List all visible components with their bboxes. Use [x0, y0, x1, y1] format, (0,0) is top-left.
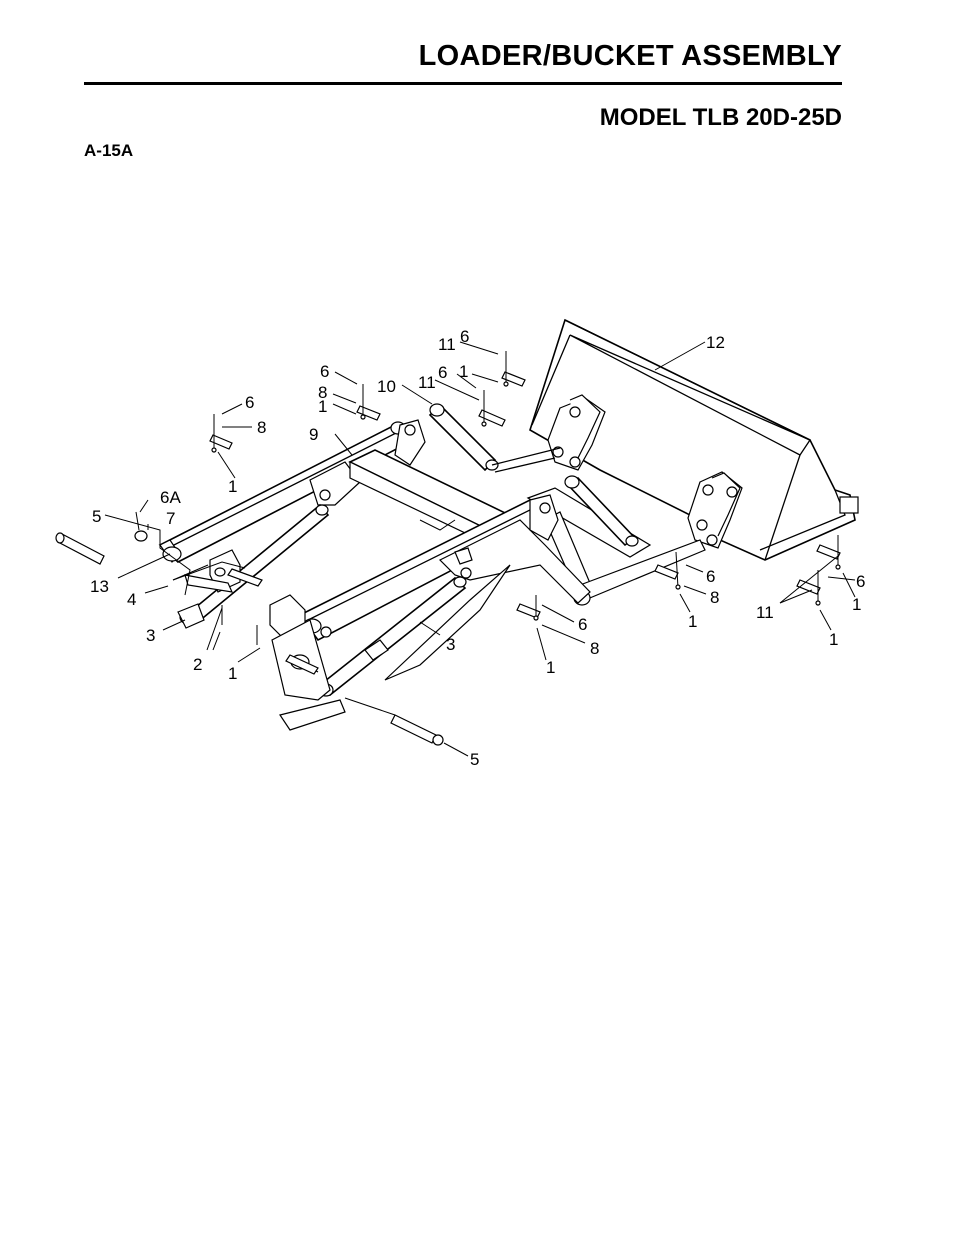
- callout-3: 3: [146, 626, 155, 645]
- callout-9: 9: [309, 425, 318, 444]
- callout-6: 6: [706, 567, 715, 586]
- bucket-brackets: [547, 394, 743, 549]
- leader-lines: [104, 341, 856, 757]
- callout-labels: 6 11 1 6 11 12 6 8 1 10 6 8 9 1 5 6A 7 1…: [90, 327, 865, 769]
- tilt-cylinder-lower: [564, 475, 639, 547]
- callout-6: 6: [320, 362, 329, 381]
- right-loader-arm: [298, 494, 591, 642]
- callout-1: 1: [852, 595, 861, 614]
- callout-1: 1: [228, 477, 237, 496]
- callout-11: 11: [438, 335, 456, 354]
- callout-6: 6: [438, 363, 447, 382]
- callout-1: 1: [459, 362, 468, 381]
- callout-8: 8: [710, 588, 719, 607]
- retaining-pins: [135, 351, 841, 645]
- callout-6a: 6A: [160, 488, 181, 507]
- callout-11: 11: [418, 373, 436, 392]
- callout-10: 10: [377, 377, 396, 396]
- callout-6: 6: [245, 393, 254, 412]
- title-divider: [84, 82, 842, 85]
- callout-12: 12: [706, 333, 725, 352]
- figure-code: A-15A: [84, 141, 134, 160]
- tilt-cylinder-upper: [428, 403, 561, 473]
- callout-6: 6: [460, 327, 469, 346]
- callout-1: 1: [318, 397, 327, 416]
- callout-6: 6: [856, 572, 865, 591]
- callout-1: 1: [228, 664, 237, 683]
- callout-1: 1: [829, 630, 838, 649]
- page-title: LOADER/BUCKET ASSEMBLY: [418, 40, 842, 72]
- pins: [55, 371, 841, 746]
- callout-13: 13: [90, 577, 109, 596]
- callout-2: 2: [193, 655, 202, 674]
- callout-5: 5: [470, 750, 479, 769]
- callout-6: 6: [578, 615, 587, 634]
- callout-1: 1: [546, 658, 555, 677]
- callout-8: 8: [590, 639, 599, 658]
- callout-7: 7: [166, 509, 175, 528]
- callout-11: 11: [756, 603, 774, 622]
- callout-1: 1: [688, 612, 697, 631]
- callout-5: 5: [92, 507, 101, 526]
- mount-brackets: [184, 549, 511, 731]
- model-heading: MODEL TLB 20D-25D: [599, 104, 842, 131]
- callout-8: 8: [318, 383, 327, 402]
- callout-3: 3: [446, 635, 455, 654]
- callout-8: 8: [257, 418, 266, 437]
- callout-4: 4: [127, 590, 136, 609]
